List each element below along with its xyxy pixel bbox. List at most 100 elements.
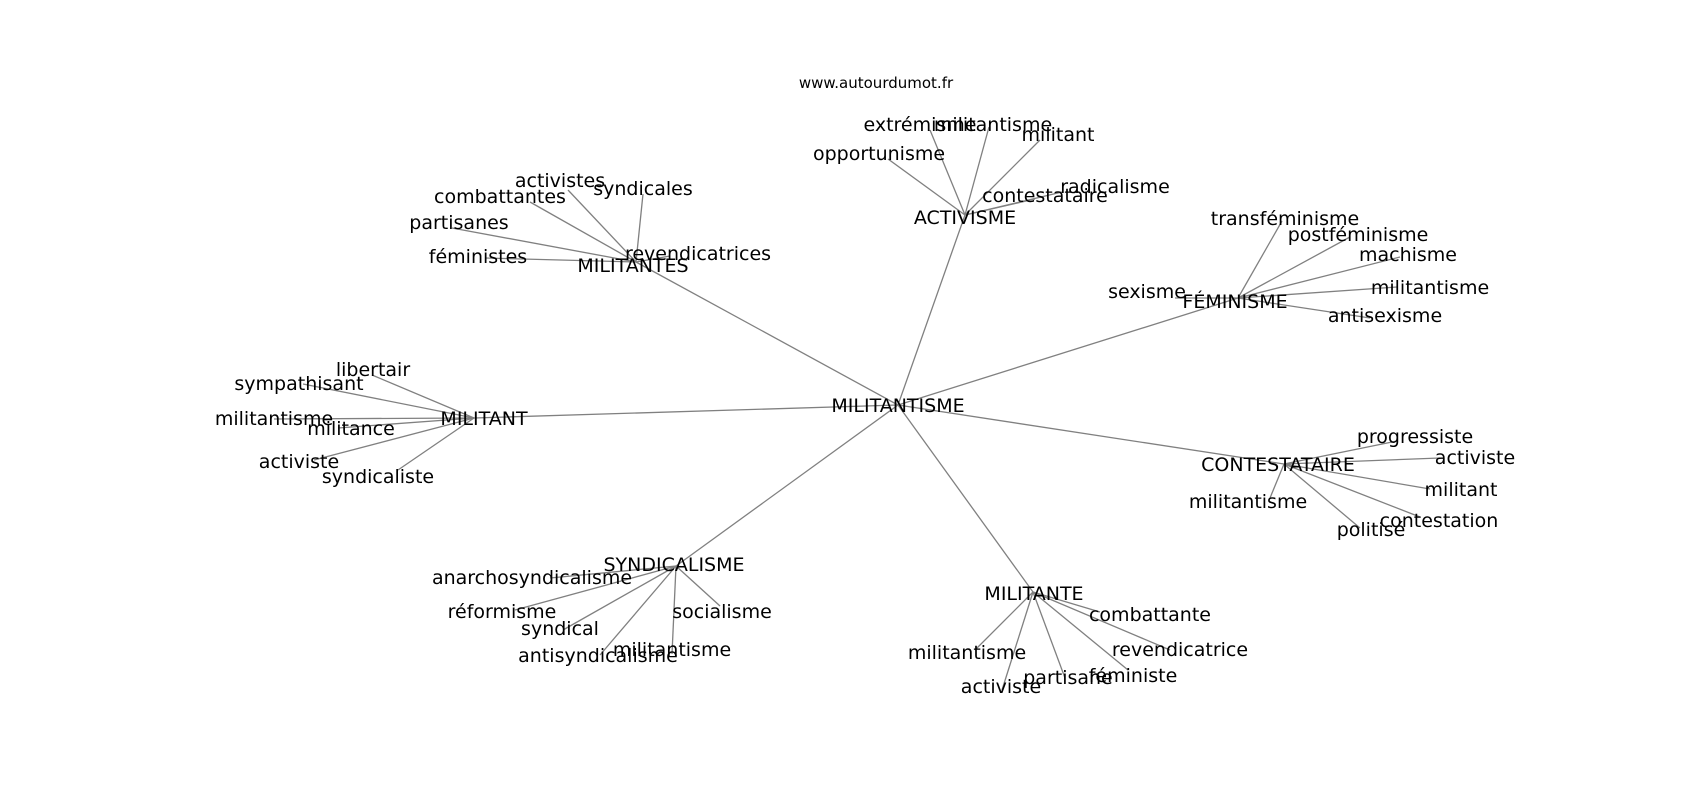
edge-feminisme-leaf — [1237, 236, 1351, 299]
leaf-node-label[interactable]: revendicatrice — [1112, 639, 1248, 661]
edge-contestataire-leaf — [1269, 463, 1285, 499]
edge-feminisme-leaf — [1237, 297, 1371, 319]
leaf-node-label[interactable]: syndical — [521, 618, 599, 640]
leaf-node-label[interactable]: combattantes — [434, 186, 566, 208]
edge-militantes-leaf — [567, 189, 637, 263]
edge-center-to-syndicalisme — [675, 404, 899, 567]
edge-militante-leaf — [1032, 591, 1129, 671]
leaf-node-label[interactable]: activiste — [1435, 447, 1515, 469]
graph-edges — [273, 126, 1441, 691]
leaf-node-label[interactable]: syndicales — [593, 178, 692, 200]
leaf-node-label[interactable]: antisyndicalisme — [518, 645, 678, 667]
edge-syndicalisme-leaf — [562, 565, 677, 631]
leaf-node-label[interactable]: radicalisme — [1060, 176, 1170, 198]
leaf-node-label[interactable]: sympathisant — [234, 373, 363, 395]
edge-center-to-activisme — [897, 214, 966, 406]
edge-militante-leaf — [1001, 591, 1034, 691]
leaf-node-label[interactable]: activiste — [961, 676, 1041, 698]
leaf-node-label[interactable]: progressiste — [1357, 426, 1473, 448]
leaf-node-label[interactable]: militantisme — [1371, 277, 1489, 299]
edge-militante-leaf — [974, 591, 1034, 651]
leaf-node-label[interactable]: militantisme — [215, 408, 333, 430]
edge-militante-leaf — [1032, 591, 1171, 651]
leaf-node-label[interactable]: sexisme — [1108, 281, 1186, 303]
edge-feminisme-leaf — [1237, 256, 1401, 299]
leaf-node-label[interactable]: libertair — [336, 359, 410, 381]
hub-node-militant[interactable]: MILITANT — [440, 408, 528, 430]
edge-militant-leaf — [337, 417, 475, 429]
edge-militantes-leaf — [451, 227, 637, 263]
edge-militantes-leaf — [635, 255, 671, 263]
leaf-node-label[interactable]: contestataire — [982, 185, 1108, 207]
edge-activisme-leaf — [964, 198, 1036, 216]
edge-center-to-contestataire — [897, 404, 1285, 465]
leaf-node-label[interactable]: syndicaliste — [322, 466, 434, 488]
leaf-node-label[interactable]: militantisme — [934, 114, 1052, 136]
leaf-node-label[interactable]: transféminisme — [1211, 208, 1359, 230]
leaf-node-label[interactable]: militantisme — [613, 639, 731, 661]
edge-militant-leaf — [302, 383, 475, 419]
edge-militant-leaf — [313, 417, 475, 461]
leaf-node-label[interactable]: politisé — [1337, 519, 1406, 541]
leaf-node-label[interactable]: militant — [1425, 479, 1498, 501]
edge-militante-leaf — [1032, 591, 1101, 613]
leaf-node-label[interactable]: militance — [307, 418, 395, 440]
leaf-node-label[interactable]: militantisme — [1189, 491, 1307, 513]
edge-center-to-feminisme — [897, 297, 1239, 406]
leaf-node-label[interactable]: militantisme — [908, 642, 1026, 664]
edge-activisme-leaf — [929, 129, 966, 216]
edge-militante-leaf — [1032, 591, 1066, 679]
leaf-node-label[interactable]: anarchosyndicalisme — [432, 567, 632, 589]
edge-center-to-militante — [897, 404, 1034, 593]
leaf-node-label[interactable]: féministes — [429, 246, 527, 268]
edge-contestataire-leaf — [1283, 463, 1361, 529]
edge-militant-leaf — [397, 417, 475, 471]
edge-syndicalisme-leaf — [675, 565, 721, 607]
edge-syndicalisme-leaf — [599, 565, 677, 656]
edge-feminisme-leaf — [1237, 286, 1398, 299]
edge-contestataire-leaf — [1283, 463, 1431, 490]
edge-syndicalisme-leaf — [549, 565, 677, 579]
edge-contestataire-leaf — [1283, 463, 1421, 518]
leaf-node-label[interactable]: opportunisme — [813, 143, 945, 165]
leaf-node-label[interactable]: antisexisme — [1328, 305, 1442, 327]
leaf-node-label[interactable]: activistes — [515, 170, 605, 192]
edge-center-to-militant — [473, 404, 899, 419]
edge-militantes-leaf — [529, 201, 637, 263]
leaf-node-label[interactable]: militant — [1022, 124, 1095, 146]
edge-militant-leaf — [273, 417, 475, 420]
source-watermark: www.autourdumot.fr — [799, 74, 954, 92]
edge-syndicalisme-leaf — [514, 565, 677, 611]
edge-activisme-leaf — [964, 126, 990, 216]
leaf-node-label[interactable]: contestation — [1380, 510, 1499, 532]
edge-syndicalisme-leaf — [671, 565, 677, 655]
leaf-node-label[interactable]: partisanes — [409, 212, 508, 234]
leaf-node-label[interactable]: combattante — [1089, 604, 1211, 626]
leaf-node-label[interactable]: extrémisme — [863, 114, 976, 136]
leaf-node-label[interactable]: revendicatrices — [625, 243, 771, 265]
center-node-label[interactable]: MILITANTISME — [831, 395, 964, 417]
edge-militantes-leaf — [484, 257, 637, 263]
hub-node-feminisme[interactable]: FÉMINISME — [1182, 290, 1287, 313]
hub-node-syndicalisme[interactable]: SYNDICALISME — [603, 554, 744, 576]
edge-activisme-leaf — [887, 158, 966, 216]
leaf-node-label[interactable]: féministe — [1089, 665, 1178, 687]
edge-activisme-leaf — [964, 139, 1041, 216]
hub-node-activisme[interactable]: ACTIVISME — [914, 207, 1016, 229]
leaf-node-label[interactable]: partisane — [1023, 667, 1113, 689]
leaf-node-label[interactable]: machisme — [1359, 244, 1457, 266]
leaf-node-label[interactable]: activiste — [259, 451, 339, 473]
leaf-node-label[interactable]: postféminisme — [1288, 224, 1429, 246]
hub-node-contestataire[interactable]: CONTESTATAIRE — [1201, 454, 1355, 476]
edge-contestataire-leaf — [1283, 457, 1441, 465]
edge-center-to-militantes — [635, 261, 899, 406]
hub-node-militantes[interactable]: MILITANTES — [577, 255, 688, 277]
leaf-node-label[interactable]: socialisme — [672, 601, 772, 623]
edge-militantes-leaf — [635, 193, 644, 263]
hub-node-militante[interactable]: MILITANTE — [984, 583, 1083, 605]
edge-contestataire-leaf — [1283, 440, 1398, 465]
edge-militant-leaf — [371, 374, 475, 419]
leaf-node-label[interactable]: réformisme — [448, 601, 557, 623]
graph-labels: extrémismemilitantismemilitantopportunis… — [215, 114, 1515, 698]
